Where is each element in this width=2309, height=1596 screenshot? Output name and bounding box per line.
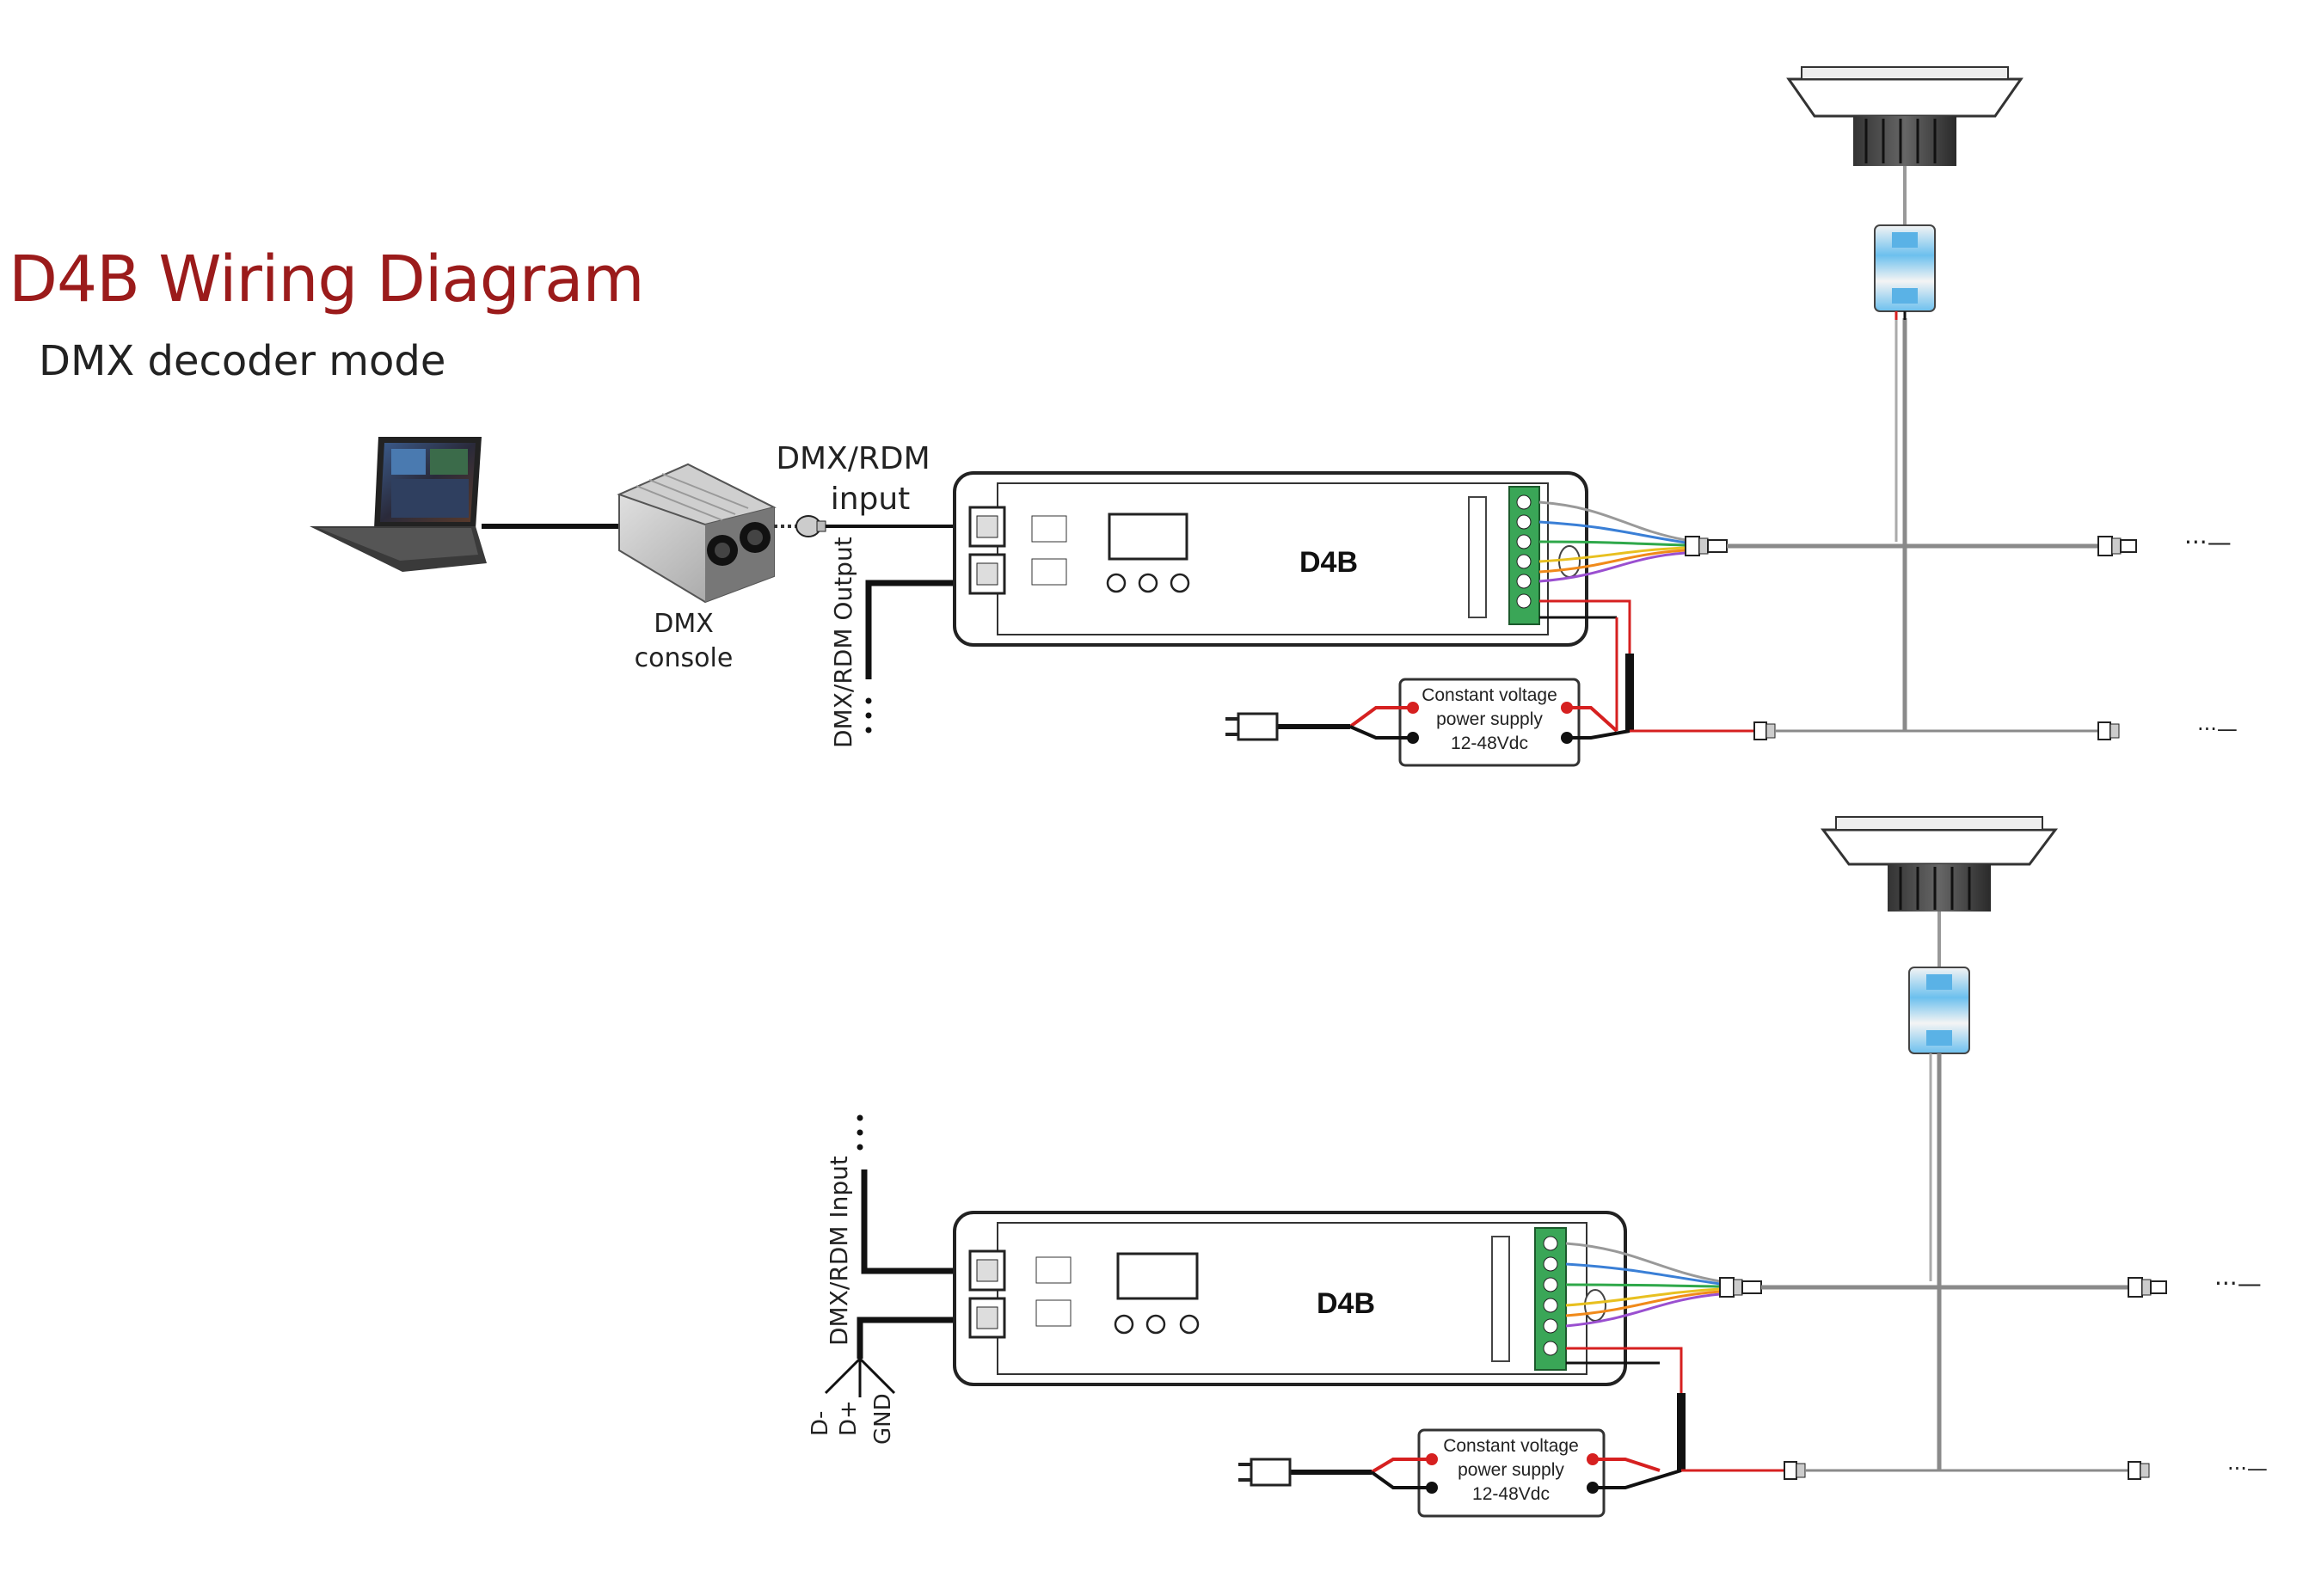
page-title: D4B Wiring Diagram <box>9 242 645 316</box>
dmx-rdm-input-label-line2: input <box>831 482 911 517</box>
connector-icon <box>1753 721 1776 740</box>
dmx-console-label-line2: console <box>635 643 734 673</box>
dmx-console-label-line1: DMX <box>654 609 714 639</box>
dmx-rdm-output-label: DMX/RDM Output <box>829 537 857 748</box>
ellipsis-top-right: ···— <box>2184 528 2232 556</box>
psu-line2-bottom: power supply <box>1458 1460 1564 1480</box>
downlight-icon-top <box>1786 66 2023 225</box>
psu-wires-top <box>1277 706 1630 740</box>
decoder-model-label-bottom: D4B <box>1317 1287 1375 1320</box>
connector-icon <box>1719 1277 1762 1298</box>
pin-d-minus-label: D- <box>808 1411 833 1436</box>
connector-icon <box>1784 1461 1806 1480</box>
decoder-model-label-top: D4B <box>1299 546 1358 579</box>
laptop-icon <box>310 437 487 572</box>
psu-line1-top: Constant voltage <box>1422 685 1557 705</box>
ac-plug-icon-top <box>1225 712 1279 741</box>
dmx-input-cable-bottom <box>861 1169 972 1274</box>
connector-icon <box>2097 721 2120 740</box>
dot <box>857 1129 863 1136</box>
led-driver-icon-top <box>1874 224 1936 320</box>
psu-line1-bottom: Constant voltage <box>1443 1436 1579 1456</box>
dmx-console-icon <box>617 463 777 604</box>
dot <box>857 1144 863 1151</box>
led-driver-icon-bottom <box>1908 967 1970 1054</box>
ac-plug-icon-bottom <box>1238 1458 1292 1487</box>
d4b-decoder-bottom <box>953 1211 1627 1386</box>
pin-gnd-label: GND <box>870 1393 896 1445</box>
psu-wires-bottom <box>1290 1458 1682 1489</box>
pin-d-plus-label: D+ <box>836 1400 862 1436</box>
connector-icon <box>2128 1461 2150 1480</box>
dot <box>865 712 872 719</box>
rgbw-output-wires-top <box>1538 500 1686 654</box>
ellipsis-dc-top: ···— <box>2197 717 2238 741</box>
connector-icon <box>1685 536 1728 556</box>
power-supply-bottom <box>1417 1428 1606 1518</box>
dmx-output-cable <box>865 580 967 679</box>
page-subtitle: DMX decoder mode <box>39 337 446 385</box>
rgbw-output-wires-bottom <box>1565 1242 1721 1393</box>
dmx-rdm-input-label-line1: DMX/RDM <box>776 441 930 476</box>
downlight-icon-bottom <box>1821 816 2058 967</box>
power-supply-top <box>1398 678 1581 767</box>
dot <box>857 1114 863 1121</box>
dot <box>865 727 872 734</box>
ellipsis-bottom-right: ···— <box>2214 1269 2262 1298</box>
dmx-output-cable-bottom <box>857 1317 972 1359</box>
psu-line2-top: power supply <box>1436 709 1543 729</box>
dot <box>865 697 872 704</box>
ellipsis-dc-bottom: ···— <box>2227 1457 2268 1481</box>
dmx-pin-fork <box>824 1357 896 1397</box>
xlr-plug-icon <box>795 515 826 537</box>
psu-line3-top: 12-48Vdc <box>1451 734 1528 753</box>
connector-icon <box>2097 536 2137 556</box>
dmx-rdm-input-label-vertical: DMX/RDM Input <box>825 1156 853 1346</box>
connector-icon <box>2128 1277 2167 1298</box>
d4b-decoder-top <box>953 471 1588 647</box>
psu-line3-bottom: 12-48Vdc <box>1472 1484 1550 1504</box>
